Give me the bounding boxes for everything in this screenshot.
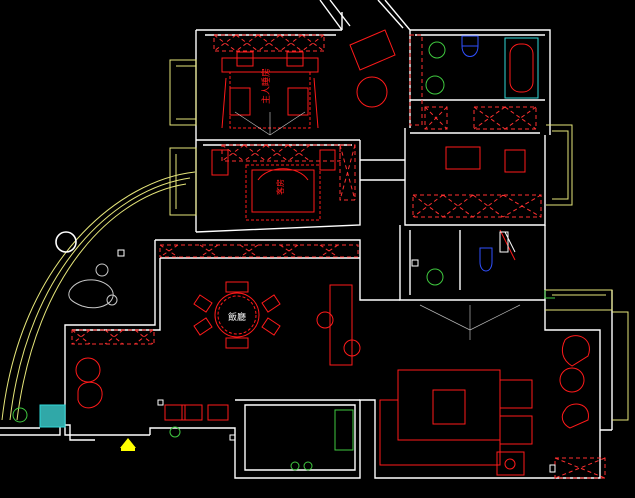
- fixtures: [12, 35, 555, 471]
- window-frames: [169, 59, 629, 421]
- entry-marker: [120, 438, 136, 451]
- label-dining: 飯廳: [228, 311, 246, 323]
- small-markers: [157, 231, 556, 473]
- master-bed: [221, 51, 319, 129]
- cabinet-hatches: [71, 34, 606, 479]
- furniture: [75, 29, 590, 476]
- label-master-bedroom: 主人睡房: [260, 68, 272, 104]
- small-square: [117, 249, 125, 257]
- dining-set: [193, 281, 281, 349]
- column-circle: [55, 231, 77, 253]
- curved-balcony: [1, 171, 196, 421]
- label-second-bedroom: 客房: [275, 179, 285, 195]
- sofa: [379, 369, 533, 476]
- second-bed: [245, 164, 321, 221]
- walls: [0, 0, 613, 479]
- balcony-planters: [68, 263, 118, 309]
- light-beams: [234, 111, 521, 340]
